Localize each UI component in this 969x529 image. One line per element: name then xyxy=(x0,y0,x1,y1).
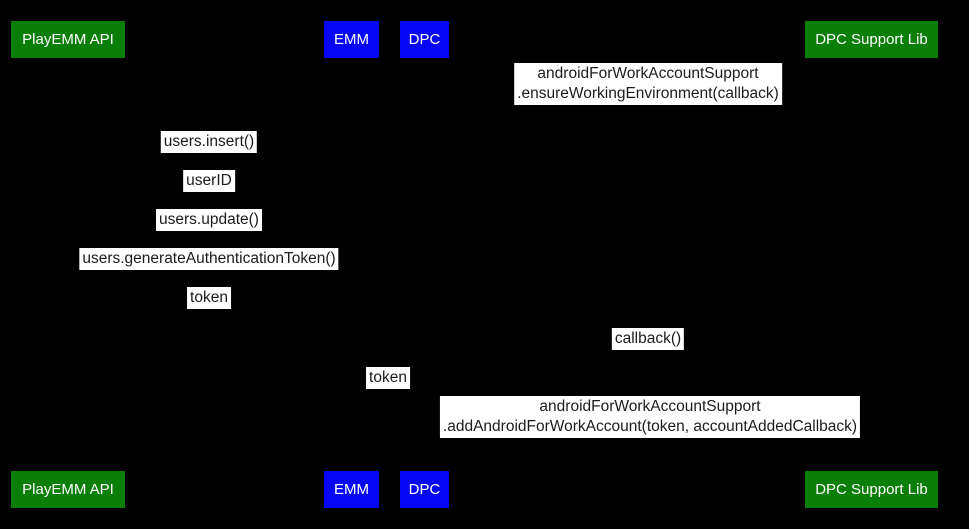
actor-box-dpc-support-lib-bottom: DPC Support Lib xyxy=(805,471,938,508)
actor-label: DPC Support Lib xyxy=(815,481,928,498)
actor-box-dpc-top: DPC xyxy=(400,21,449,58)
actor-label: DPC xyxy=(408,481,441,498)
actor-box-dpc-support-lib-top: DPC Support Lib xyxy=(805,21,938,58)
message-label-ensure-working-environment: androidForWorkAccountSupport .ensureWork… xyxy=(514,63,782,105)
actor-label: PlayEMM API xyxy=(22,31,114,48)
actor-box-playemm-api-bottom: PlayEMM API xyxy=(11,471,125,508)
message-label-token-1: token xyxy=(187,287,231,309)
actor-label: DPC Support Lib xyxy=(815,31,928,48)
actor-label: EMM xyxy=(334,481,369,498)
message-label-users-update: users.update() xyxy=(156,209,262,231)
actor-box-playemm-api-top: PlayEMM API xyxy=(11,21,125,58)
message-label-token-2: token xyxy=(366,367,410,389)
actor-box-emm-bottom: EMM xyxy=(324,471,379,508)
message-label-add-android-for-work-account: androidForWorkAccountSupport .addAndroid… xyxy=(439,396,861,438)
message-label-userid: userID xyxy=(183,170,235,192)
message-label-users-insert: users.insert() xyxy=(160,131,258,153)
message-label-callback: callback() xyxy=(611,328,685,350)
actor-box-dpc-bottom: DPC xyxy=(400,471,449,508)
actor-label: EMM xyxy=(334,31,369,48)
actor-box-emm-top: EMM xyxy=(324,21,379,58)
actor-label: PlayEMM API xyxy=(22,481,114,498)
message-label-generate-authentication-token: users.generateAuthenticationToken() xyxy=(79,248,339,270)
actor-label: DPC xyxy=(408,31,441,48)
